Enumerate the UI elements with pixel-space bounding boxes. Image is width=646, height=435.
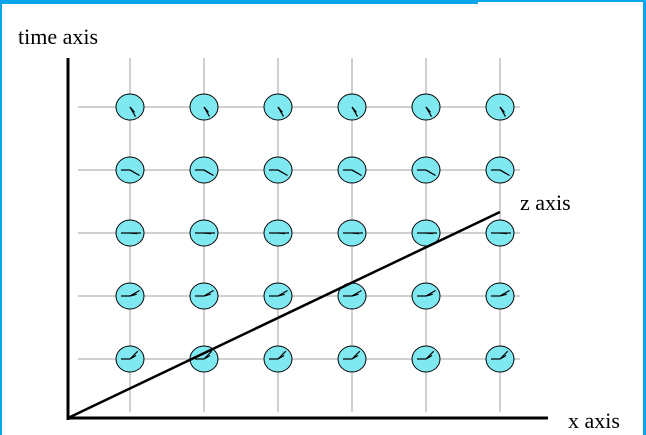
clock-icon (485, 93, 515, 121)
clock-icon (189, 282, 219, 310)
clock-icon (115, 345, 145, 373)
clock-lattice (115, 93, 515, 373)
clock-icon (115, 219, 145, 247)
clock-icon (485, 282, 515, 310)
left-border (0, 0, 2, 435)
clock-icon (263, 156, 293, 184)
clock-icon (411, 345, 441, 373)
clock-icon (485, 156, 515, 184)
z-axis-line (67, 210, 501, 420)
clock-icon (263, 345, 293, 373)
top-border (478, 0, 646, 2)
clock-icon (337, 156, 367, 184)
top-accent-bar (0, 0, 478, 4)
clock-icon (485, 219, 515, 247)
clock-icon (115, 156, 145, 184)
clock-icon (485, 345, 515, 373)
clock-icon (189, 219, 219, 247)
clock-icon (411, 219, 441, 247)
clock-icon (263, 219, 293, 247)
axes (66, 58, 548, 420)
clock-icon (115, 93, 145, 121)
clock-icon (189, 93, 219, 121)
clock-icon (115, 282, 145, 310)
clock-icon (263, 93, 293, 121)
x-axis-label: x axis (568, 408, 620, 433)
right-border (643, 0, 646, 435)
z-axis-label: z axis (520, 190, 571, 215)
clock-icon (411, 93, 441, 121)
clock-icon (337, 345, 367, 373)
time-axis-label: time axis (18, 24, 98, 49)
clock-icon (337, 219, 367, 247)
clock-icon (337, 93, 367, 121)
clock-icon (411, 282, 441, 310)
clock-icon (263, 282, 293, 310)
clock-icon (189, 156, 219, 184)
clock-icon (411, 156, 441, 184)
